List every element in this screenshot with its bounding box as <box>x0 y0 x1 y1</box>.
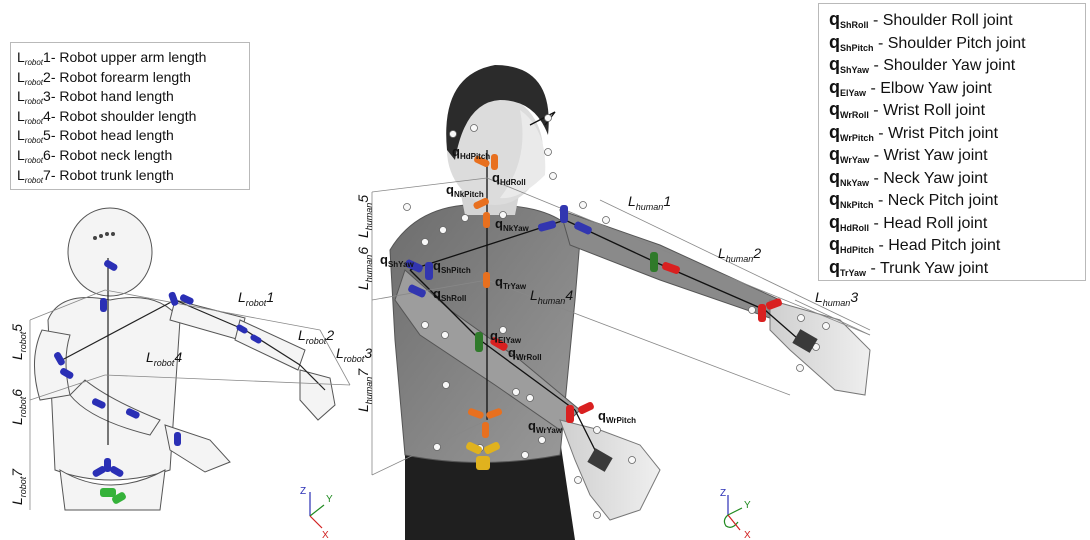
marker <box>404 204 411 211</box>
left-shoulder-joint <box>425 262 433 280</box>
marker <box>422 322 429 329</box>
legend-row: qHdRoll - Head Roll joint <box>829 211 1085 234</box>
human-l2-label: Lhuman2 <box>718 245 761 264</box>
marker <box>442 332 449 339</box>
robot-left-upper-arm <box>34 330 70 400</box>
robot-l5-label: Lrobot5 <box>9 324 28 360</box>
robot-length-legend: Lrobot1- Robot upper arm length Lrobot2-… <box>10 42 250 190</box>
legend-row: Lrobot3- Robot hand length <box>17 87 249 107</box>
marker <box>522 452 529 459</box>
marker <box>594 512 601 519</box>
human-left-hand <box>560 420 660 520</box>
legend-row: Lrobot7- Robot trunk length <box>17 166 249 186</box>
legend-row: qShYaw - Shoulder Yaw joint <box>829 53 1085 76</box>
human-l6-label: Lhuman6 <box>355 247 374 290</box>
right-shoulder-joint <box>560 205 568 223</box>
trunk-yaw-joint <box>483 272 490 288</box>
robot-figure <box>30 208 350 510</box>
label-wr-pitch: qWrPitch <box>598 408 636 425</box>
robot-joint <box>100 298 107 312</box>
robot-axis-y-label: Y <box>326 494 333 505</box>
marker <box>422 239 429 246</box>
legend-row: qNkPitch - Neck Pitch joint <box>829 188 1085 211</box>
right-wrist-joint <box>758 304 766 322</box>
marker <box>603 217 610 224</box>
marker <box>580 202 587 209</box>
human-l5-label: Lhuman5 <box>355 195 374 238</box>
marker <box>539 437 546 444</box>
robot-right-hand <box>300 370 335 420</box>
robot-l6-label: Lrobot6 <box>9 389 28 425</box>
marker <box>823 323 830 330</box>
trunk-base-joint <box>482 422 489 438</box>
robot-axis-x-label: X <box>322 530 329 540</box>
head-roll-joint <box>491 154 498 170</box>
robot-left-hand <box>165 425 230 472</box>
robot-head <box>68 208 152 296</box>
left-wrist-joint <box>577 401 595 415</box>
marker <box>545 115 552 122</box>
legend-row: qShPitch - Shoulder Pitch joint <box>829 31 1085 54</box>
left-wrist-joint <box>566 405 574 423</box>
legend-row: qWrPitch - Wrist Pitch joint <box>829 121 1085 144</box>
marker <box>443 382 450 389</box>
robot-l2-label: Lrobot2 <box>298 327 334 346</box>
human-axis-z-label: Z <box>720 488 726 499</box>
robot-l7-label: Lrobot7 <box>9 468 28 505</box>
marker <box>594 427 601 434</box>
robot-right-forearm <box>235 320 305 370</box>
marker <box>500 327 507 334</box>
legend-row: Lrobot4- Robot shoulder length <box>17 107 249 127</box>
legend-row: Lrobot5- Robot head length <box>17 126 249 146</box>
human-l3-label: Lhuman3 <box>815 289 858 308</box>
marker <box>450 131 457 138</box>
marker <box>798 315 805 322</box>
robot-joint <box>174 432 181 446</box>
legend-row: qHdPitch - Head Pitch joint <box>829 233 1085 256</box>
marker <box>462 215 469 222</box>
left-elbow-joint <box>475 332 483 352</box>
neck-yaw-joint <box>483 212 490 228</box>
robot-right-upper-arm <box>170 300 245 340</box>
legend-row: Lrobot6- Robot neck length <box>17 146 249 166</box>
right-elbow-joint <box>650 252 658 272</box>
human-l1-label: Lhuman1 <box>628 193 671 212</box>
marker <box>550 173 557 180</box>
legend-row: Lrobot2- Robot forearm length <box>17 68 249 88</box>
human-axis-y-label: Y <box>744 500 751 511</box>
robot-axes: Z Y X <box>300 486 333 540</box>
marker <box>545 149 552 156</box>
marker <box>527 395 534 402</box>
marker <box>749 307 756 314</box>
marker <box>629 457 636 464</box>
legend-row: qWrYaw - Wrist Yaw joint <box>829 143 1085 166</box>
legend-row: qNkYaw - Neck Yaw joint <box>829 166 1085 189</box>
robot-l3-label: Lrobot3 <box>336 345 372 364</box>
robot-axis-z-label: Z <box>300 486 306 497</box>
marker <box>575 477 582 484</box>
robot-l1-label: Lrobot1 <box>238 289 274 308</box>
legend-row: qShRoll - Shoulder Roll joint <box>829 8 1085 31</box>
legend-row: qWrRoll - Wrist Roll joint <box>829 98 1085 121</box>
legend-row: qTrYaw - Trunk Yaw joint <box>829 256 1085 279</box>
human-axis-x-label: X <box>744 530 751 540</box>
joint-legend: qShRoll - Shoulder Roll joint qShPitch -… <box>818 3 1086 281</box>
human-l7-label: Lhuman7 <box>355 368 374 412</box>
marker <box>513 389 520 396</box>
marker <box>471 125 478 132</box>
marker <box>434 444 441 451</box>
human-axes: Z Y X <box>720 488 751 540</box>
robot-joint <box>168 291 179 307</box>
marker <box>440 227 447 234</box>
trunk-base-joint <box>476 456 490 470</box>
marker <box>797 365 804 372</box>
legend-row: qElYaw - Elbow Yaw joint <box>829 76 1085 99</box>
legend-row: Lrobot1- Robot upper arm length <box>17 48 249 68</box>
